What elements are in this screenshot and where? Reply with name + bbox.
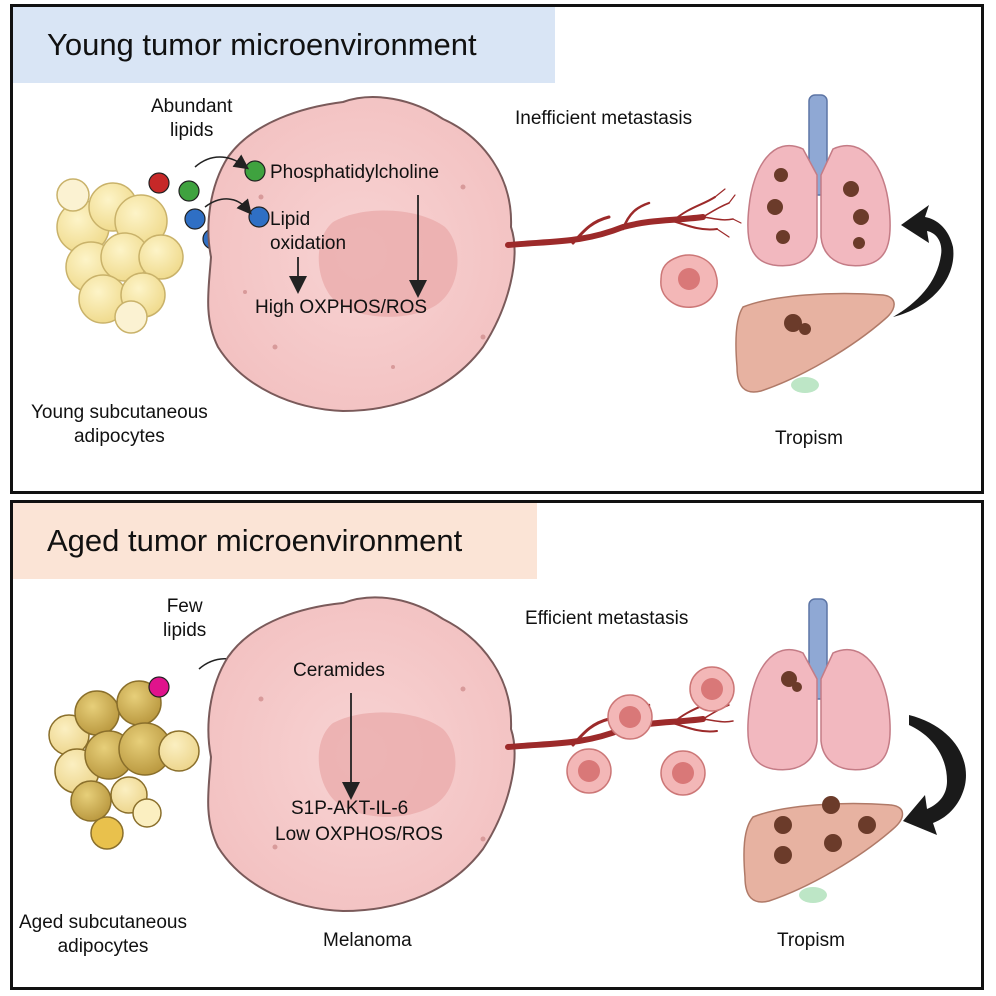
ceramides-label: Ceramides [293,660,385,681]
lipid-abundance-label: Few lipids [163,596,207,641]
fat-cell-cluster-icon [56,178,184,334]
lipid-dot-icon [248,206,270,228]
lipid-dot-icon [148,172,170,194]
tropism-label: Tropism [777,930,845,951]
tumor-cell-icon [660,750,706,796]
lung-icon [747,598,891,771]
blood-vessel-icon [505,188,742,248]
phosphatidylcholine-label: Phosphatidylcholine [270,162,440,183]
tumor-cell-icon [607,694,653,740]
melanoma-cell-icon [207,596,516,913]
lipid-dot-icon [178,180,200,202]
tumor-cell-icon [566,748,612,794]
metastasis-label: Efficient metastasis [525,608,689,629]
metastasis-label: Inefficient metastasis [515,108,693,129]
fat-cell-cluster-icon [48,680,200,850]
oxphos-label: Low OXPHOS/ROS [275,824,443,845]
lung-icon [747,94,891,267]
tumor-cell-icon [689,666,735,712]
aged-panel: Aged tumor microenvironment [10,500,984,990]
lipid-dot-icon [244,160,266,182]
uptake-arrow-icon [204,198,252,215]
young-panel: Young tumor microenvironment [10,4,984,494]
lipid-dot-icon [184,208,206,230]
lipid-abundance-label: Abundant lipids [151,96,233,141]
tropism-label: Tropism [775,428,843,449]
s1p-akt-il6-label: S1P-AKT-IL-6 [291,798,409,819]
liver-icon [743,796,904,903]
tumor-cell-icon [660,254,718,308]
aged-scene [48,596,966,913]
lipid-dot-icon [148,676,170,698]
aged-title: Aged tumor microenvironment [13,503,537,579]
young-title: Young tumor microenvironment [13,7,555,83]
liver-icon [735,292,895,393]
uptake-arrow-icon [194,154,250,170]
oxphos-label: High OXPHOS/ROS [255,297,428,318]
lipid-oxidation-label: Lipid oxidation [270,209,347,254]
curved-arrow-icon [903,715,966,835]
curved-arrow-icon [893,205,954,317]
melanoma-cell-icon [207,96,516,413]
melanoma-label: Melanoma [323,930,412,951]
adipocyte-label: Young subcutaneous adipocytes [31,402,208,447]
adipocyte-label: Aged subcutaneous adipocytes [19,912,187,957]
young-scene [56,94,954,413]
